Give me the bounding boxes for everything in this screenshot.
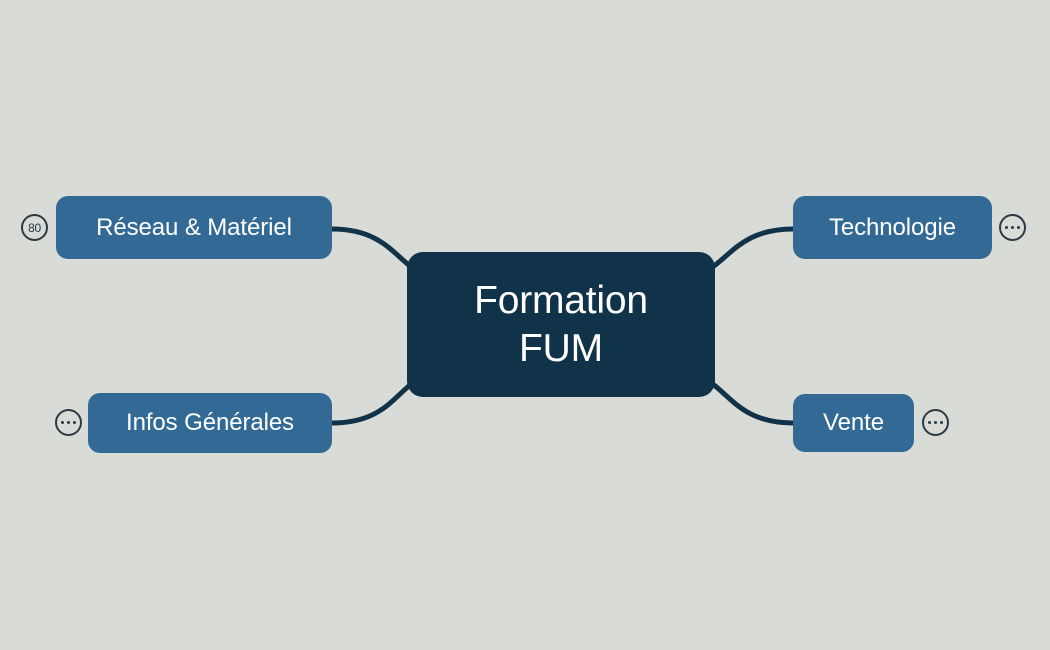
badge-count-reseau[interactable]: 80 bbox=[21, 214, 48, 241]
edge-reseau bbox=[329, 226, 413, 269]
central-node-label: Formation FUM bbox=[474, 278, 648, 370]
badge-ellipsis-infos[interactable] bbox=[55, 409, 82, 436]
edge-infos bbox=[329, 382, 413, 426]
badge-ellipsis-technologie[interactable] bbox=[999, 214, 1026, 241]
branch-node-technologie[interactable]: Technologie bbox=[793, 196, 992, 259]
branch-label-infos: Infos Générales bbox=[126, 409, 294, 436]
badge-count-value: 80 bbox=[28, 220, 41, 235]
edge-vente bbox=[711, 382, 796, 426]
ellipsis-icon bbox=[60, 420, 77, 425]
badge-ellipsis-vente[interactable] bbox=[922, 409, 949, 436]
branch-label-reseau: Réseau & Matériel bbox=[96, 213, 292, 241]
branch-node-reseau[interactable]: Réseau & Matériel bbox=[56, 196, 332, 259]
branch-label-technologie: Technologie bbox=[829, 213, 956, 241]
central-node[interactable]: Formation FUM bbox=[407, 252, 715, 397]
branch-label-vente: Vente bbox=[823, 409, 884, 436]
edge-technologie bbox=[711, 226, 796, 269]
ellipsis-icon bbox=[1004, 225, 1021, 230]
branch-node-infos[interactable]: Infos Générales bbox=[88, 393, 332, 453]
ellipsis-icon bbox=[927, 420, 944, 425]
branch-node-vente[interactable]: Vente bbox=[793, 394, 914, 452]
